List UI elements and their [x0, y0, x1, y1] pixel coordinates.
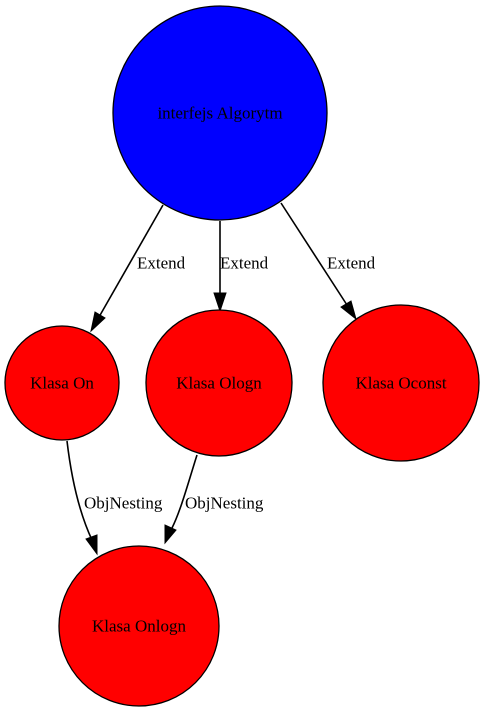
- edge-label-extend: Extend: [327, 254, 376, 273]
- arrowhead-icon: [340, 300, 357, 321]
- arrowhead-icon: [85, 534, 98, 556]
- edge-algorithm-to-oconst: Extend: [280, 202, 376, 321]
- node-label: interfejs Algorytm: [157, 104, 282, 123]
- node-circle: [4, 325, 120, 441]
- node-label: Klasa Onlogn: [92, 617, 186, 636]
- edge-label-extend: Extend: [137, 254, 186, 273]
- edge-algorithm-to-on: Extend: [90, 204, 186, 333]
- edge-line: [280, 202, 348, 306]
- node-circle: [58, 545, 220, 707]
- edge-line: [171, 454, 198, 529]
- edge-algorithm-to-ologn: Extend: [213, 221, 269, 313]
- edge-label-objnesting: ObjNesting: [84, 494, 163, 513]
- node-circle: [112, 5, 328, 221]
- edge-label-objnesting: ObjNesting: [185, 494, 264, 513]
- arrowhead-icon: [164, 524, 177, 545]
- node-circle: [322, 304, 480, 462]
- node-klasa-ologn: Klasa Ologn: [145, 309, 293, 457]
- arrowhead-icon: [213, 292, 227, 313]
- edge-label-extend: Extend: [220, 254, 269, 273]
- node-label: Klasa On: [30, 374, 94, 393]
- edge-line: [98, 204, 164, 318]
- node-label: Klasa Ologn: [176, 374, 262, 393]
- edge-line: [66, 440, 93, 541]
- edge-ologn-to-onlogn: ObjNesting: [164, 454, 264, 545]
- node-klasa-on: Klasa On: [4, 325, 120, 441]
- node-klasa-oconst: Klasa Oconst: [322, 304, 480, 462]
- node-circle: [145, 309, 293, 457]
- node-label: Klasa Oconst: [355, 374, 446, 393]
- node-interfejs-algorytm: interfejs Algorytm: [112, 5, 328, 221]
- node-klasa-onlogn: Klasa Onlogn: [58, 545, 220, 707]
- edge-on-to-onlogn: ObjNesting: [66, 440, 163, 556]
- arrowhead-icon: [90, 311, 106, 333]
